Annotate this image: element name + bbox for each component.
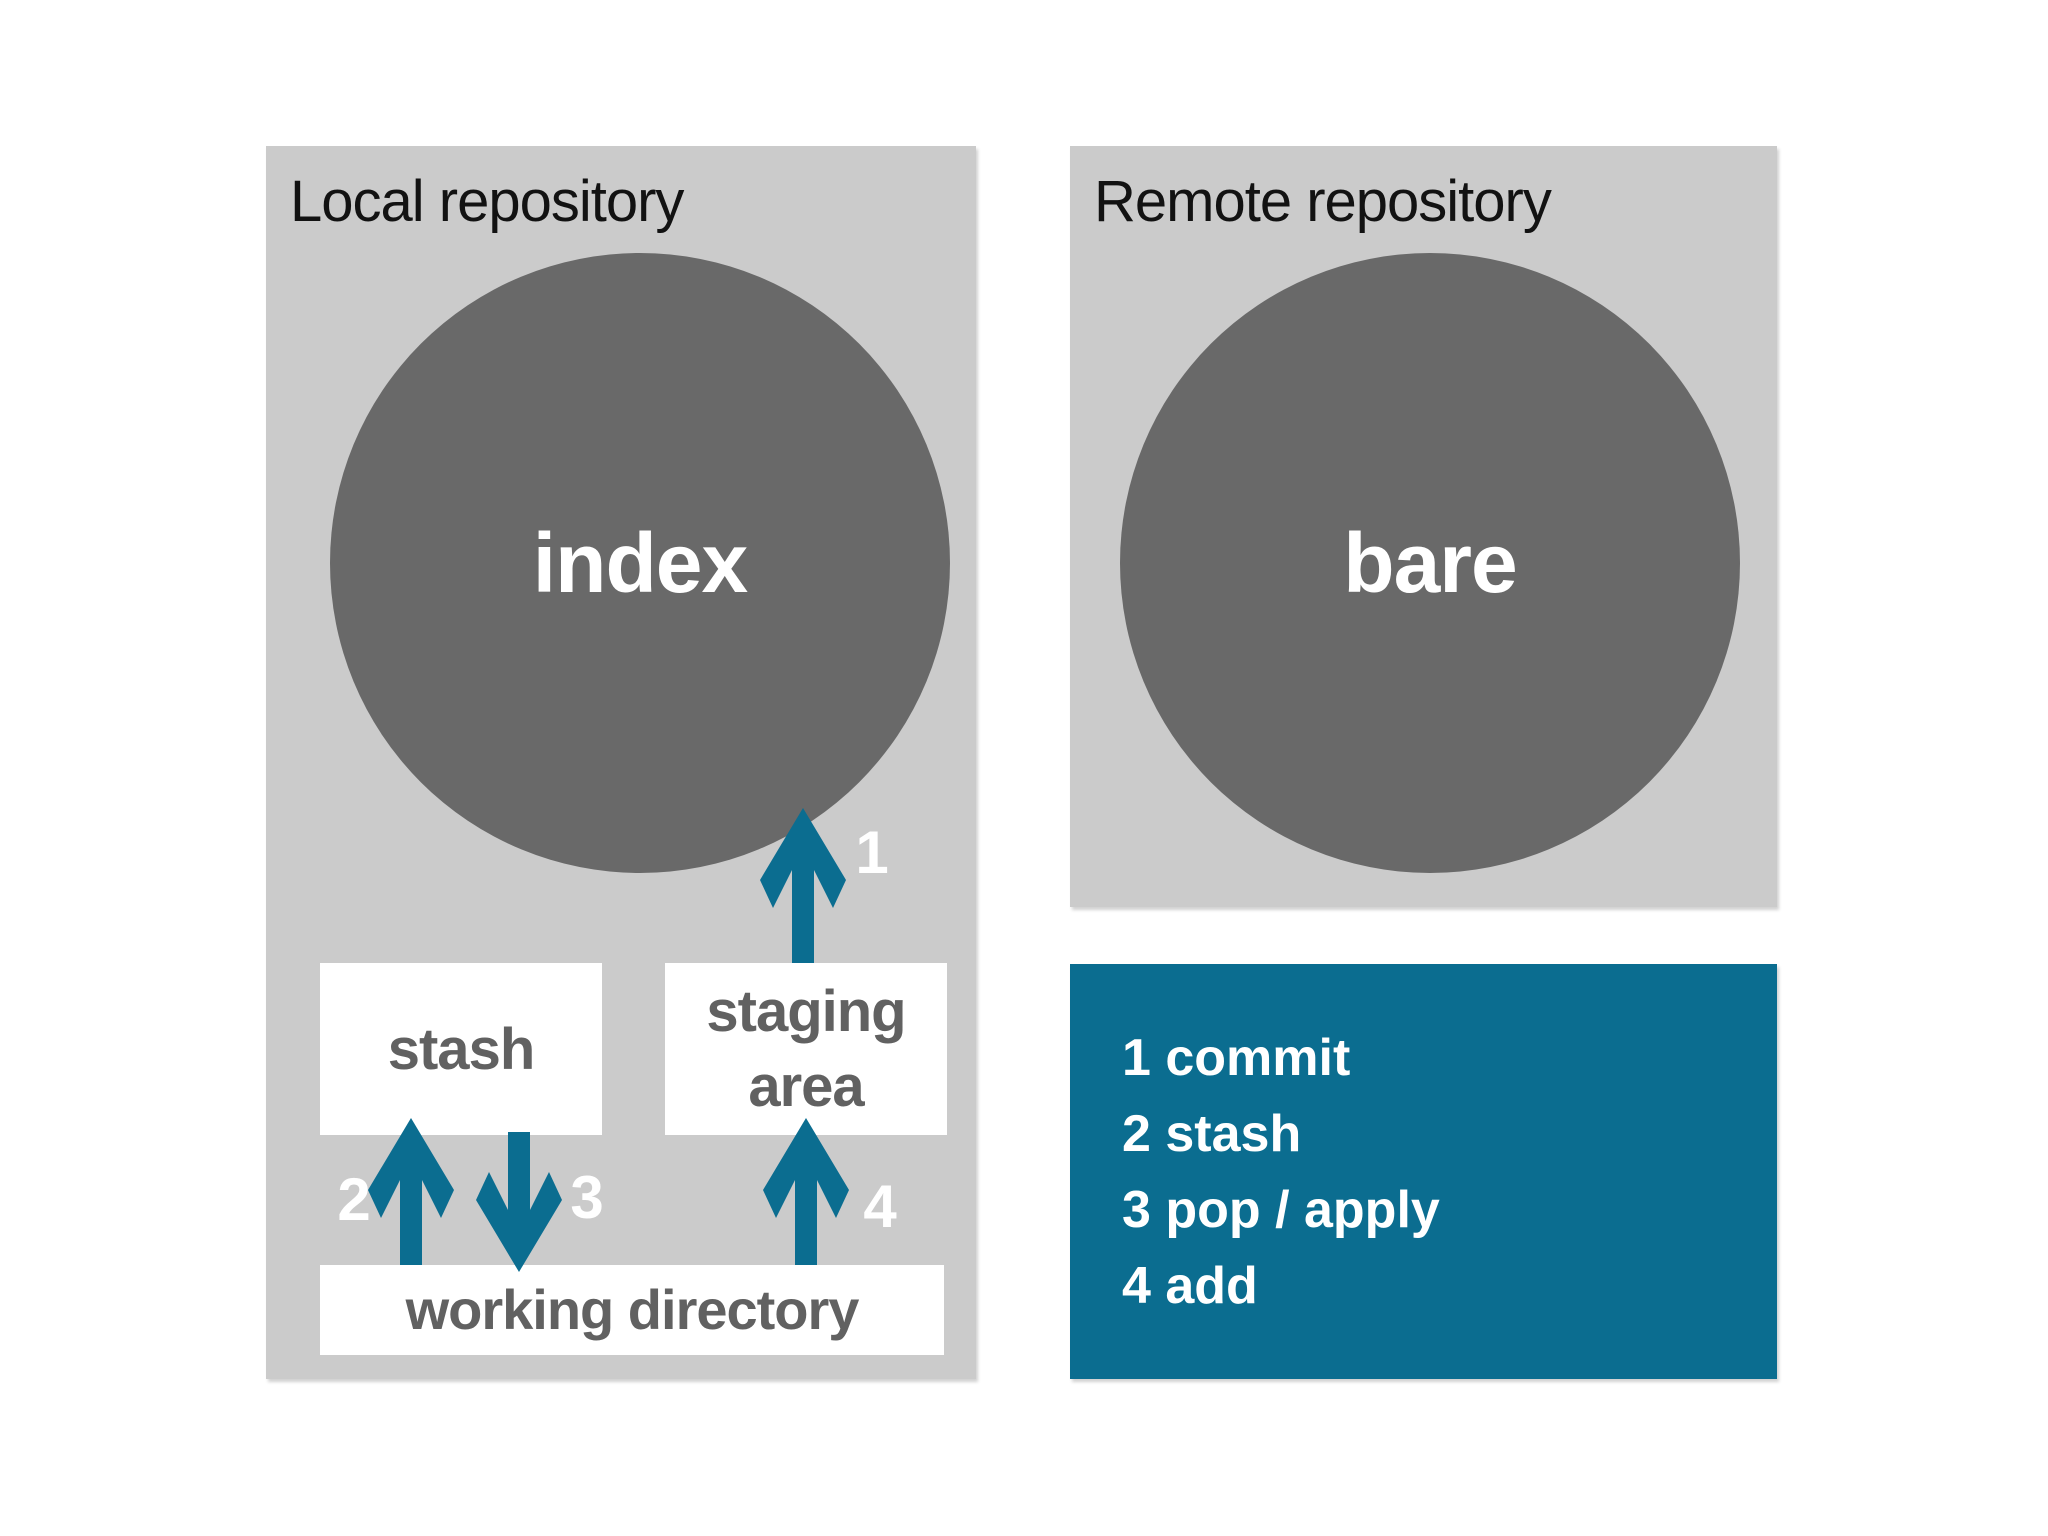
local-repository-panel: Local repository index stash staging are… xyxy=(266,146,976,1379)
bare-circle: bare xyxy=(1120,253,1740,873)
arrow-number-add: 4 xyxy=(863,1173,897,1240)
stash-label: stash xyxy=(387,1016,536,1082)
legend-item-stash: 2 stash xyxy=(1122,1104,1302,1163)
stash-box: stash xyxy=(320,963,602,1135)
arrow-number-commit: 1 xyxy=(855,819,889,886)
bare-label: bare xyxy=(1343,515,1517,610)
index-circle: index xyxy=(330,253,950,873)
index-label: index xyxy=(532,515,748,610)
local-repository-title: Local repository xyxy=(290,169,684,234)
remote-repository-panel: Remote repository bare xyxy=(1070,146,1777,907)
staging-area-label: staging area xyxy=(706,979,906,1119)
legend-item-commit: 1 commit xyxy=(1122,1028,1351,1087)
working-directory-box: working directory xyxy=(320,1265,944,1355)
legend-box: 1 commit 2 stash 3 pop / apply 4 add xyxy=(1070,964,1777,1379)
legend-item-pop-apply: 3 pop / apply xyxy=(1122,1180,1440,1239)
arrow-number-stash: 2 xyxy=(337,1166,371,1233)
staging-area-box: staging area xyxy=(665,963,947,1135)
legend-item-add: 4 add xyxy=(1122,1256,1258,1315)
working-directory-label: working directory xyxy=(405,1278,860,1341)
remote-repository-title: Remote repository xyxy=(1094,169,1552,234)
arrow-number-pop-apply: 3 xyxy=(570,1164,604,1231)
